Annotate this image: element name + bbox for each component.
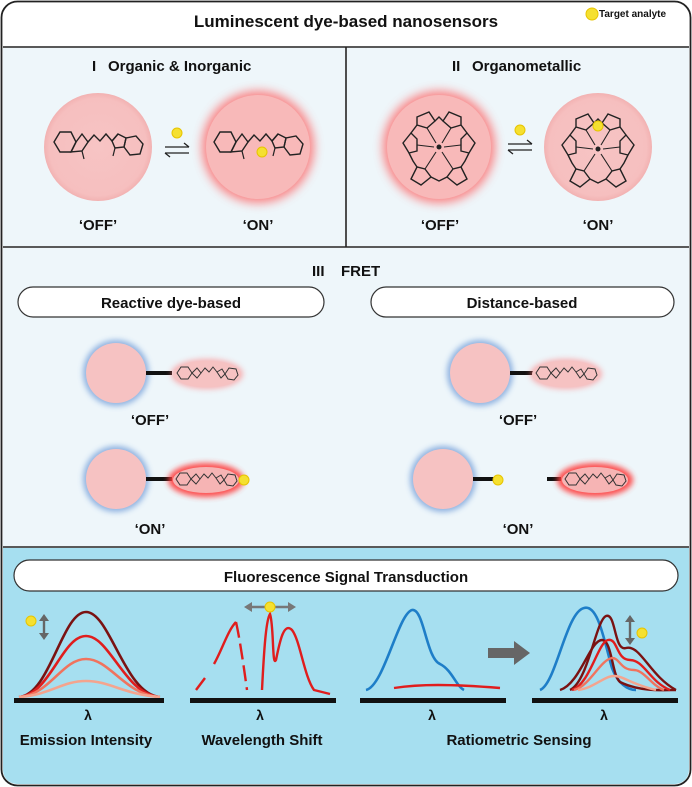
section-iii-numeral: III	[312, 263, 325, 280]
panel-organic-inorganic: I Organic & Inorganic ‘OFF’ ‘ON’	[3, 48, 345, 246]
analyte-icon	[492, 474, 504, 486]
analyte-icon	[256, 146, 268, 158]
analyte-icon	[636, 627, 648, 639]
particle-on-organic	[206, 95, 310, 199]
right-arrow-icon	[488, 641, 530, 665]
reactive-on-label: ‘ON’	[135, 521, 166, 538]
panel-transduction: Fluorescence Signal Transduction λ Emiss…	[3, 548, 689, 784]
section-ii-title: Organometallic	[472, 58, 581, 75]
target-analyte-label: Target analyte	[599, 9, 667, 20]
analyte-icon	[592, 120, 604, 132]
up-down-arrow-icon	[625, 615, 635, 645]
wavelength-shift-label: Wavelength Shift	[201, 732, 322, 749]
distance-on-label: ‘ON’	[503, 521, 534, 538]
distance-off-label: ‘OFF’	[499, 412, 537, 429]
distance-on-construct	[410, 446, 633, 512]
reactive-on-construct	[83, 446, 250, 512]
organometallic-off-label: ‘OFF’	[421, 217, 459, 234]
panel-organometallic: II Organometallic ‘OFF’ ‘ON’	[347, 48, 689, 246]
ratiometric-sensing-label: Ratiometric Sensing	[446, 732, 591, 749]
section-i-numeral: I	[92, 58, 96, 75]
emission-axis-label: λ	[84, 707, 92, 723]
reactive-off-label: ‘OFF’	[131, 412, 169, 429]
reactive-dye-pill	[17, 286, 325, 318]
analyte-icon	[264, 601, 276, 613]
emission-intensity-label: Emission Intensity	[20, 732, 153, 749]
up-down-arrow-icon	[39, 614, 49, 640]
distance-based-title: Distance-based	[467, 295, 578, 312]
distance-off-construct	[447, 340, 602, 406]
analyte-icon	[238, 474, 250, 486]
ratiometric-after-plot	[532, 606, 678, 703]
wavelength-shift-plot	[190, 601, 336, 703]
organic-on-label: ‘ON’	[243, 217, 274, 234]
wavelength-axis-label: λ	[256, 707, 264, 723]
particle-off-organic	[44, 93, 152, 201]
analyte-icon	[25, 615, 37, 627]
section-ii-numeral: II	[452, 58, 460, 75]
analyte-icon	[514, 124, 526, 136]
reactive-off-construct	[83, 340, 243, 406]
diagram-title: Luminescent dye-based nanosensors	[194, 12, 498, 31]
analyte-legend-dot	[585, 7, 599, 21]
distance-based-pill	[370, 286, 675, 318]
section-i-title: Organic & Inorganic	[108, 58, 251, 75]
organometallic-on-label: ‘ON’	[583, 217, 614, 234]
transduction-pill	[13, 559, 679, 592]
transduction-title: Fluorescence Signal Transduction	[224, 569, 468, 586]
legend	[585, 7, 599, 21]
emission-intensity-plot	[14, 610, 164, 703]
ratiometric-before-plot	[360, 608, 506, 703]
analyte-icon	[171, 127, 183, 139]
panel-fret: III FRET Reactive dye-based Distance-bas…	[3, 248, 689, 546]
organic-off-label: ‘OFF’	[79, 217, 117, 234]
ratiometric-before-axis-label: λ	[428, 707, 436, 723]
ratiometric-after-axis-label: λ	[600, 707, 608, 723]
section-iii-title: FRET	[341, 263, 380, 280]
reactive-dye-title: Reactive dye-based	[101, 295, 241, 312]
